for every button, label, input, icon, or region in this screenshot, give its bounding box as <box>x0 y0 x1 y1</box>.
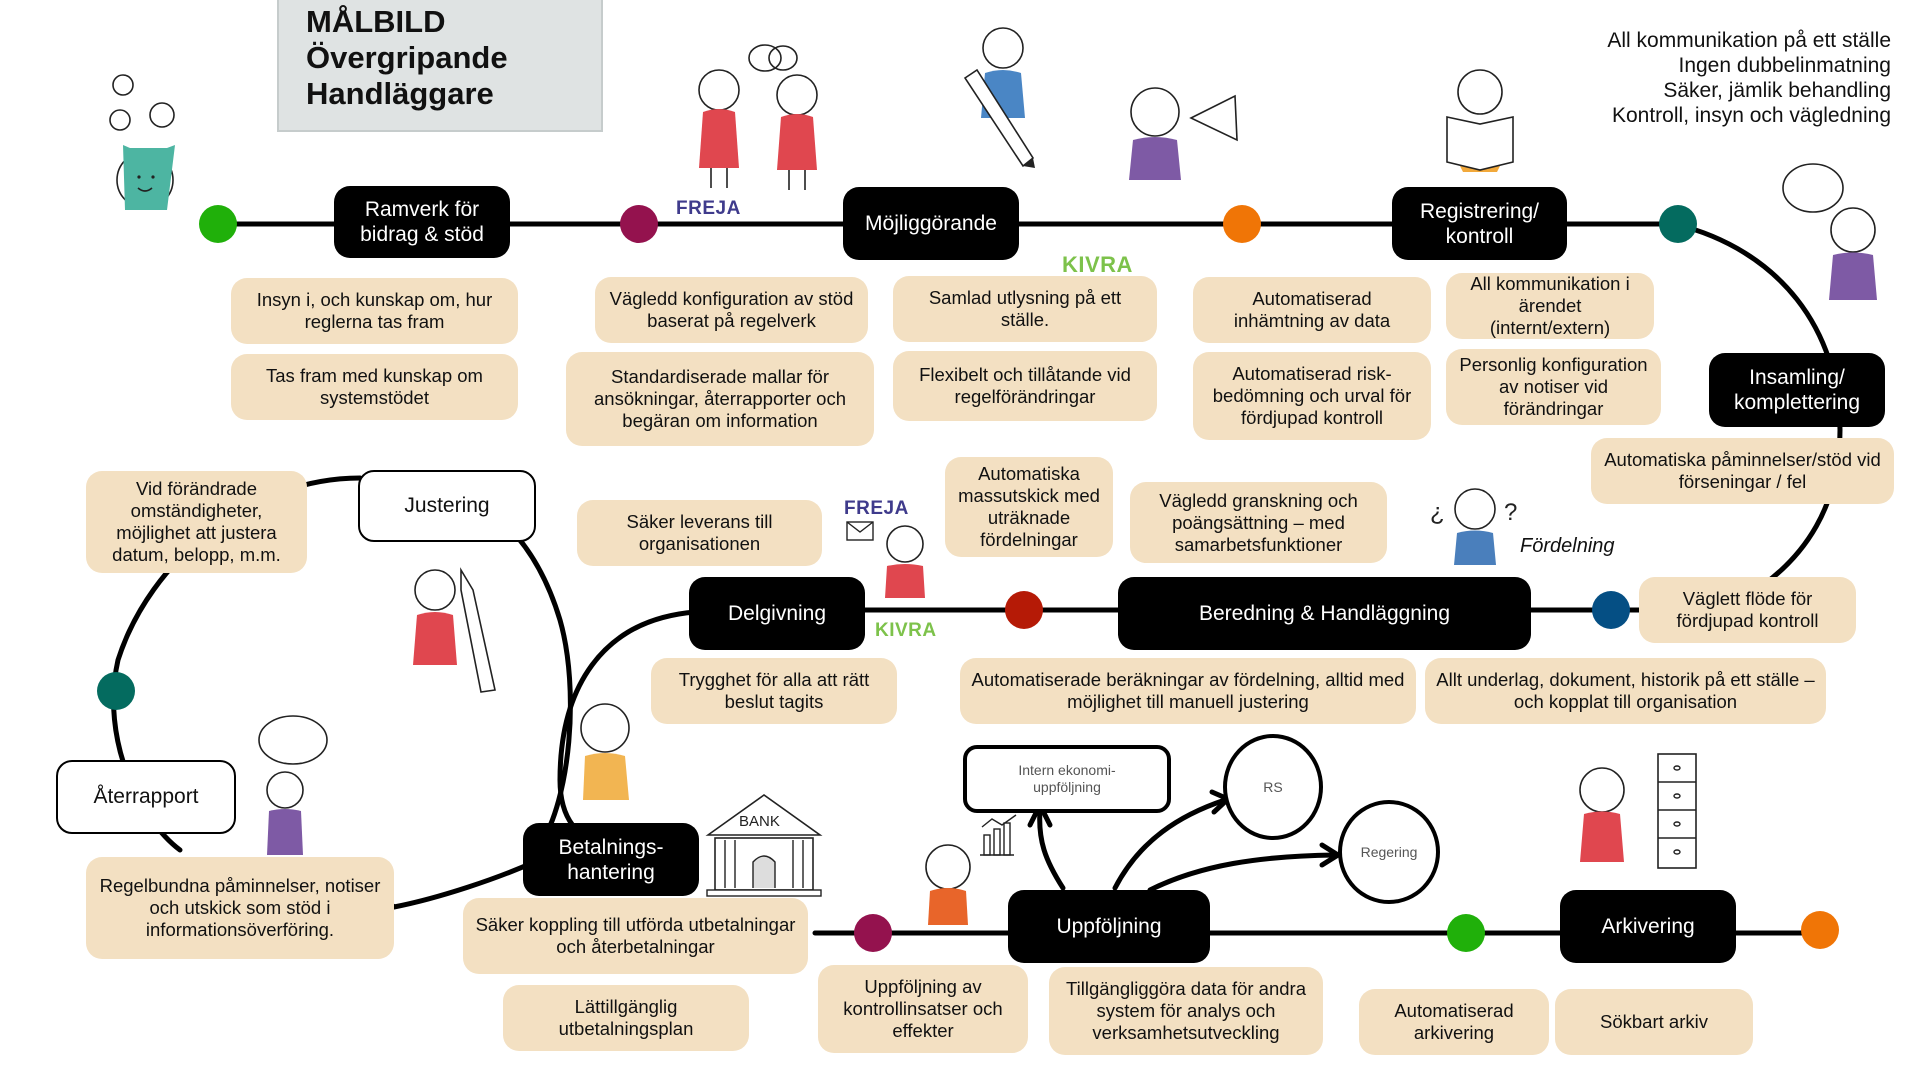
person-with-envelope-icon <box>846 521 925 598</box>
note-beredning-4: Vägledd granskning och poängsättning – m… <box>1130 482 1387 563</box>
confused-person-icon: ¿ ? <box>1430 488 1517 565</box>
note-reg-2: Automatiserad risk-bedömning och urval f… <box>1193 352 1431 440</box>
person-reading-icon <box>1446 69 1514 172</box>
title-line-1: MÅLBILD <box>306 4 446 39</box>
stage-mojliggorande[interactable]: Möjliggörande <box>843 187 1019 260</box>
kivra-logo-top: KIVRA <box>1062 252 1133 277</box>
note-uppf-2: Tillgängliggöra data för andra system fö… <box>1049 967 1323 1055</box>
person-with-chart-icon <box>925 814 1017 925</box>
note-ramverk-1: Insyn i, och kunskap om, hur reglerna ta… <box>231 278 518 344</box>
stage-betalning[interactable]: Betalnings- hantering <box>523 823 699 896</box>
thinking-person-icon <box>109 74 175 210</box>
person-with-megaphone-icon <box>1129 87 1238 180</box>
note-beredning-3: Automatiserade beräkningar av fördelning… <box>960 658 1416 724</box>
note-ramverk-2: Tas fram med kunskap om systemstödet <box>231 354 518 420</box>
note-ark-1: Automatiserad arkivering <box>1359 989 1549 1055</box>
stage-insamling[interactable]: Insamling/ komplettering <box>1709 353 1885 427</box>
goal-item: Ingen dubbelinmatning <box>1678 54 1891 77</box>
stage-ramverk[interactable]: Ramverk för bidrag & stöd <box>334 186 510 258</box>
milestone-dot-blue <box>1592 591 1630 629</box>
bank-icon: BANK <box>705 794 823 897</box>
milestone-dot-magenta-bottom <box>854 914 892 952</box>
note-delgivning-2: Trygghet för alla att rätt beslut tagits <box>651 658 897 724</box>
note-aterrapport-1: Regelbundna påminnelser, notiser och uts… <box>86 857 394 959</box>
arrow-to-intern <box>1037 807 1066 891</box>
kivra-logo-middle: KIVRA <box>875 620 937 641</box>
note-ark-2: Sökbart arkiv <box>1555 989 1753 1055</box>
note-reg-1: Automatiserad inhämtning av data <box>1193 277 1431 343</box>
person-thinking-bottom-icon <box>580 703 630 800</box>
milestone-dot-magenta <box>620 205 658 243</box>
stage-justering[interactable]: Justering <box>358 470 536 542</box>
note-mojlig-1: Vägledd konfiguration av stöd baserat på… <box>595 277 868 343</box>
note-mojlig-3: Samlad utlysning på ett ställe. <box>893 276 1157 342</box>
person-with-cabinet-icon <box>1579 753 1697 869</box>
note-uppf-1: Uppföljning av kontrollinsatser och effe… <box>818 965 1028 1053</box>
goal-item: All kommunikation på ett ställe <box>1607 29 1891 52</box>
freja-logo-top: FREJA <box>676 198 741 219</box>
goals-list: All kommunikation på ett ställe Ingen du… <box>1607 28 1891 128</box>
note-beredning-1: Väglett flöde för fördjupad kontroll <box>1639 577 1856 643</box>
stage-delgivning[interactable]: Delgivning <box>689 577 865 650</box>
arrow-to-regering <box>1147 852 1338 893</box>
stage-uppfoljning[interactable]: Uppföljning <box>1008 890 1210 963</box>
person-speech-bubble-icon <box>1782 163 1877 300</box>
note-beredning-5: Automatiska massutskick med uträknade fö… <box>945 457 1113 557</box>
note-mojlig-4: Flexibelt och tillåtande vid regelföränd… <box>893 351 1157 421</box>
note-betalning-2: Lättillgänglig utbetalningsplan <box>503 985 749 1051</box>
milestone-dot-teal <box>1659 205 1697 243</box>
external-intern-ekonomi: Intern ekonomi-uppföljning <box>963 745 1171 813</box>
note-mojlig-2: Standardiserade mallar för ansökningar, … <box>566 352 874 446</box>
fordelning-label: Fördelning <box>1520 535 1615 557</box>
svg-text:¿: ¿ <box>1430 499 1445 526</box>
milestone-dot-red <box>1005 591 1043 629</box>
note-justering-1: Vid förändrade omständigheter, möjlighet… <box>86 471 307 573</box>
note-reg-3: All kommunikation i ärendet (internt/ext… <box>1446 273 1654 339</box>
note-betalning-1: Säker koppling till utförda utbetalninga… <box>463 898 808 974</box>
title-box: MÅLBILD Övergripande Handläggare <box>277 0 603 132</box>
freja-logo-middle: FREJA <box>844 498 909 519</box>
milestone-dot-green <box>199 205 237 243</box>
svg-text:?: ? <box>1504 499 1517 526</box>
person-with-pencil-left-icon <box>413 567 496 693</box>
goal-item: Säker, jämlik behandling <box>1663 79 1891 102</box>
person-cheering-icon <box>258 715 328 855</box>
external-rs: RS <box>1223 734 1323 840</box>
title-line-2: Övergripande <box>306 40 508 75</box>
milestone-dot-green-bottom <box>1447 914 1485 952</box>
note-insamling-1: Automatiska påminnelser/stöd vid förseni… <box>1591 438 1894 504</box>
person-with-pencil-icon <box>963 27 1035 168</box>
title-line-3: Handläggare <box>306 76 494 111</box>
note-reg-4: Personlig konfiguration av notiser vid f… <box>1446 349 1661 425</box>
goal-item: Kontroll, insyn och vägledning <box>1611 104 1891 127</box>
milestone-dot-orange <box>1223 205 1261 243</box>
stage-beredning[interactable]: Beredning & Handläggning <box>1118 577 1531 650</box>
note-delgivning-1: Säker leverans till organisationen <box>577 500 822 566</box>
stage-aterrapport[interactable]: Återrapport <box>56 760 236 834</box>
stage-registrering[interactable]: Registrering/ kontroll <box>1392 187 1567 260</box>
stage-arkivering[interactable]: Arkivering <box>1560 890 1736 963</box>
external-regering: Regering <box>1338 800 1440 904</box>
milestone-dot-teal-left <box>97 672 135 710</box>
bank-label: BANK <box>739 813 780 830</box>
arrow-to-rs <box>1112 797 1228 891</box>
talking-people-icon <box>698 44 818 190</box>
note-beredning-2: Allt underlag, dokument, historik på ett… <box>1425 658 1826 724</box>
milestone-dot-orange-bottom <box>1801 911 1839 949</box>
